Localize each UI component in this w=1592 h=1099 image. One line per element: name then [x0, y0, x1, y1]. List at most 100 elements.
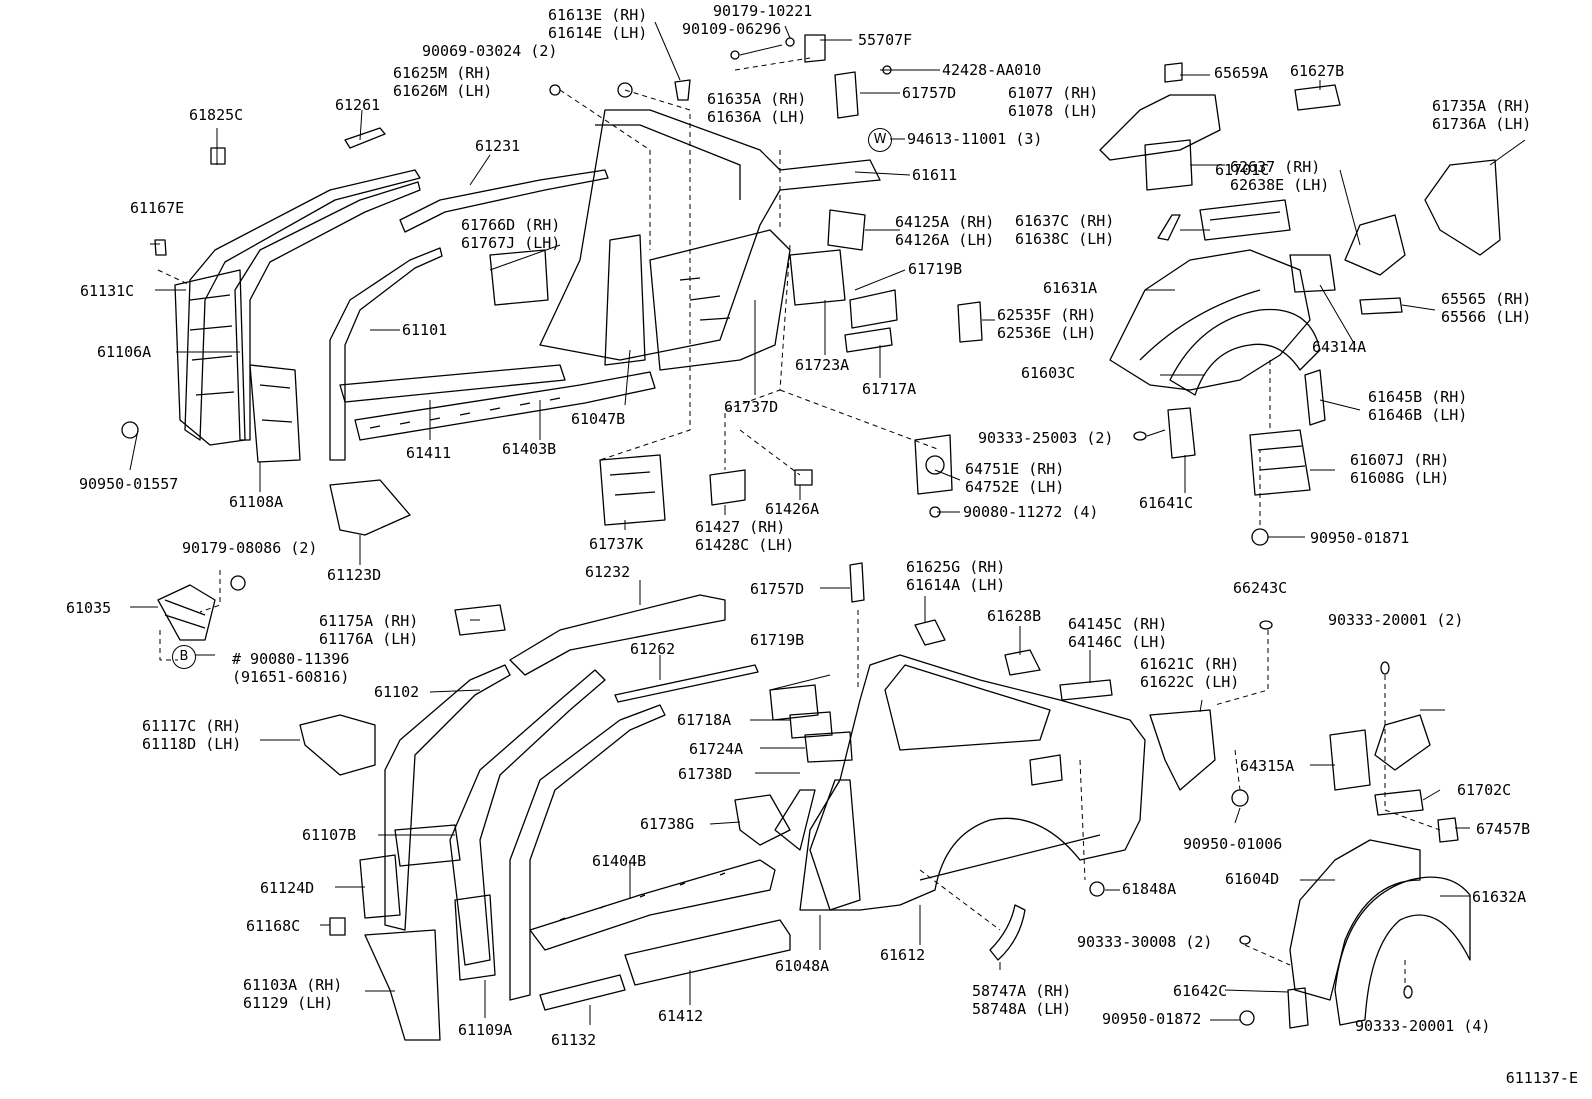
label-62535f[interactable]: 62535F (RH)62536E (LH): [997, 306, 1096, 342]
bracket-61426a: [794, 469, 813, 486]
label-64145c[interactable]: 64145C (RH)64146C (LH): [1068, 615, 1167, 651]
label-61607j[interactable]: 61607J (RH)61608G (LH): [1350, 451, 1449, 487]
label-61627b[interactable]: 61627B: [1290, 62, 1344, 80]
label-62637[interactable]: 62637 (RH)62638E (LH): [1230, 158, 1329, 194]
label-90080-11396[interactable]: # 90080-11396(91651-60816): [232, 650, 349, 686]
label-line: 61428C (LH): [695, 536, 795, 554]
label-61637c[interactable]: 61637C (RH)61638C (LH): [1015, 212, 1114, 248]
label-61035[interactable]: 61035: [66, 599, 111, 617]
label-65659a[interactable]: 65659A: [1214, 64, 1268, 82]
label-61757d-bot[interactable]: 61757D: [750, 580, 804, 598]
label-61232[interactable]: 61232: [585, 563, 630, 581]
label-61175a[interactable]: 61175A (RH)61176A (LH): [319, 612, 418, 648]
label-61631a[interactable]: 61631A: [1043, 279, 1097, 297]
label-61048a[interactable]: 61048A: [775, 957, 829, 975]
label-90950-01871[interactable]: 90950-01871: [1310, 529, 1409, 547]
label-61625g[interactable]: 61625G (RH)61614A (LH): [906, 558, 1005, 594]
label-61261[interactable]: 61261: [335, 96, 380, 114]
label-61757d-top[interactable]: 61757D: [902, 84, 956, 102]
label-61628b[interactable]: 61628B: [987, 607, 1041, 625]
label-61737k[interactable]: 61737K: [589, 535, 643, 553]
label-61632a[interactable]: 61632A: [1472, 888, 1526, 906]
label-66243c[interactable]: 66243C: [1233, 579, 1287, 597]
label-61412[interactable]: 61412: [658, 1007, 703, 1025]
label-61635a[interactable]: 61635A (RH)61636A (LH): [707, 90, 806, 126]
label-61848a[interactable]: 61848A: [1122, 880, 1176, 898]
bracket-61718a: [789, 711, 833, 739]
label-90950-01006[interactable]: 90950-01006: [1183, 835, 1282, 853]
label-61641c[interactable]: 61641C: [1139, 494, 1193, 512]
label-94613-11001[interactable]: 94613-11001 (3): [907, 130, 1042, 148]
label-64315a[interactable]: 64315A: [1240, 757, 1294, 775]
label-90950-01872[interactable]: 90950-01872: [1102, 1010, 1201, 1028]
label-61426a[interactable]: 61426A: [765, 500, 819, 518]
label-61621c[interactable]: 61621C (RH)61622C (LH): [1140, 655, 1239, 691]
label-61107b[interactable]: 61107B: [302, 826, 356, 844]
label-61612[interactable]: 61612: [880, 946, 925, 964]
label-61168c[interactable]: 61168C: [246, 917, 300, 935]
label-61717a[interactable]: 61717A: [862, 380, 916, 398]
label-90069-03024[interactable]: 90069-03024 (2): [422, 42, 557, 60]
label-61101[interactable]: 61101: [402, 321, 447, 339]
label-61106a[interactable]: 61106A: [97, 343, 151, 361]
label-55707f[interactable]: 55707F: [858, 31, 912, 49]
label-90109-06296[interactable]: 90109-06296: [682, 20, 781, 38]
label-61102[interactable]: 61102: [374, 683, 419, 701]
label-61738d[interactable]: 61738D: [678, 765, 732, 783]
label-61103a[interactable]: 61103A (RH)61129 (LH): [243, 976, 342, 1012]
label-61613e[interactable]: 61613E (RH)61614E (LH): [548, 6, 647, 42]
label-58747a[interactable]: 58747A (RH)58748A (LH): [972, 982, 1071, 1018]
label-65565[interactable]: 65565 (RH)65566 (LH): [1441, 290, 1531, 326]
label-61738g[interactable]: 61738G: [640, 815, 694, 833]
label-64751e[interactable]: 64751E (RH)64752E (LH): [965, 460, 1064, 496]
clip-61167e: [154, 239, 167, 256]
label-61735a[interactable]: 61735A (RH)61736A (LH): [1432, 97, 1531, 133]
label-67457b[interactable]: 67457B: [1476, 820, 1530, 838]
label-61124d[interactable]: 61124D: [260, 879, 314, 897]
label-61625m[interactable]: 61625M (RH)61626M (LH): [393, 64, 492, 100]
label-61825c[interactable]: 61825C: [189, 106, 243, 124]
label-61117c[interactable]: 61117C (RH)61118D (LH): [142, 717, 241, 753]
label-61719b-bot[interactable]: 61719B: [750, 631, 804, 649]
label-61723a[interactable]: 61723A: [795, 356, 849, 374]
label-61642c[interactable]: 61642C: [1173, 982, 1227, 1000]
label-line: 61614E (LH): [548, 24, 648, 42]
label-61702c[interactable]: 61702C: [1457, 781, 1511, 799]
label-61603c[interactable]: 61603C: [1021, 364, 1075, 382]
label-61724a[interactable]: 61724A: [689, 740, 743, 758]
label-61131c[interactable]: 61131C: [80, 282, 134, 300]
label-61766d[interactable]: 61766D (RH)61767J (LH): [461, 216, 560, 252]
label-61077[interactable]: 61077 (RH)61078 (LH): [1008, 84, 1098, 120]
label-61108a[interactable]: 61108A: [229, 493, 283, 511]
label-61132[interactable]: 61132: [551, 1031, 596, 1049]
label-90333-25003[interactable]: 90333-25003 (2): [978, 429, 1113, 447]
label-61404b[interactable]: 61404B: [592, 852, 646, 870]
label-61411[interactable]: 61411: [406, 444, 451, 462]
label-61719b-top[interactable]: 61719B: [908, 260, 962, 278]
label-61604d[interactable]: 61604D: [1225, 870, 1279, 888]
label-61718a[interactable]: 61718A: [677, 711, 731, 729]
label-61737d[interactable]: 61737D: [724, 398, 778, 416]
label-64125a[interactable]: 64125A (RH)64126A (LH): [895, 213, 994, 249]
label-90179-08086[interactable]: 90179-08086 (2): [182, 539, 317, 557]
label-line: 58747A (RH): [972, 982, 1072, 1000]
label-61123d[interactable]: 61123D: [327, 566, 381, 584]
label-90333-20001-a[interactable]: 90333-20001 (2): [1328, 611, 1463, 629]
label-90333-30008[interactable]: 90333-30008 (2): [1077, 933, 1212, 951]
label-61109a[interactable]: 61109A: [458, 1021, 512, 1039]
label-42428-aa010[interactable]: 42428-AA010: [942, 61, 1041, 79]
label-61645b[interactable]: 61645B (RH)61646B (LH): [1368, 388, 1467, 424]
label-61427[interactable]: 61427 (RH)61428C (LH): [695, 518, 794, 554]
label-61403b[interactable]: 61403B: [502, 440, 556, 458]
label-61167e[interactable]: 61167E: [130, 199, 184, 217]
label-61701c[interactable]: 61701C: [1215, 161, 1269, 179]
label-61262[interactable]: 61262: [630, 640, 675, 658]
label-90950-01557[interactable]: 90950-01557: [79, 475, 178, 493]
label-90333-20001-b[interactable]: 90333-20001 (4): [1355, 1017, 1490, 1035]
label-90179-10221[interactable]: 90179-10221: [713, 2, 812, 20]
label-61231[interactable]: 61231: [475, 137, 520, 155]
label-61611[interactable]: 61611: [912, 166, 957, 184]
label-64314a[interactable]: 64314A: [1312, 338, 1366, 356]
label-61047b[interactable]: 61047B: [571, 410, 625, 428]
label-90080-11272[interactable]: 90080-11272 (4): [963, 503, 1098, 521]
